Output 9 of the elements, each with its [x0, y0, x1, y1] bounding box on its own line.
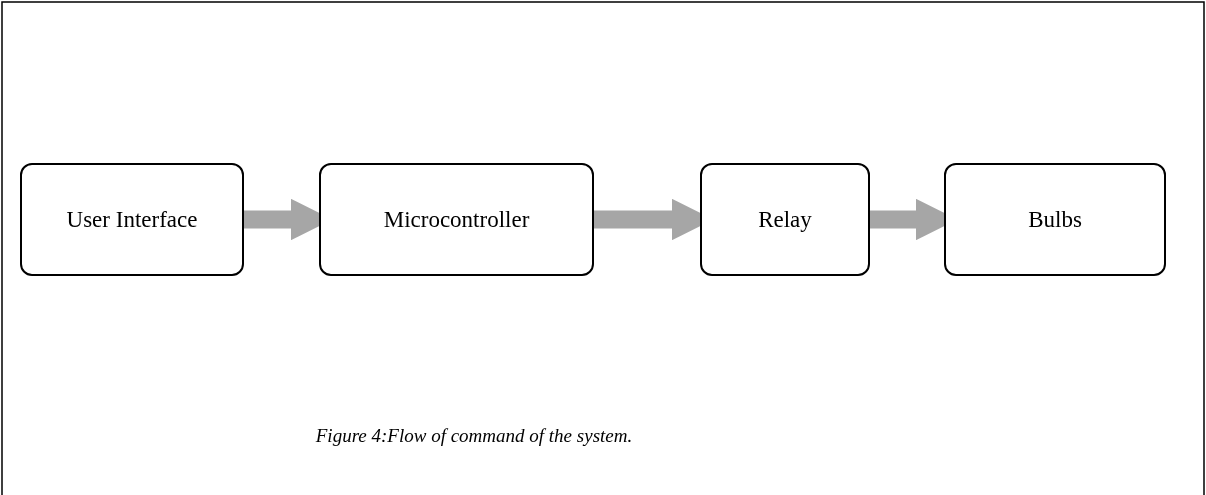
process-box: [700, 163, 870, 276]
box-label: Bulbs: [1028, 205, 1082, 234]
box-label: User Interface: [66, 205, 198, 234]
process-box: [20, 163, 244, 276]
box-label: Microcontroller: [383, 205, 530, 234]
box-label: Relay: [758, 205, 812, 234]
process-box: [944, 163, 1166, 276]
figure-caption: Figure 4:Flow of command of the system.: [314, 425, 634, 447]
process-box: [319, 163, 594, 276]
